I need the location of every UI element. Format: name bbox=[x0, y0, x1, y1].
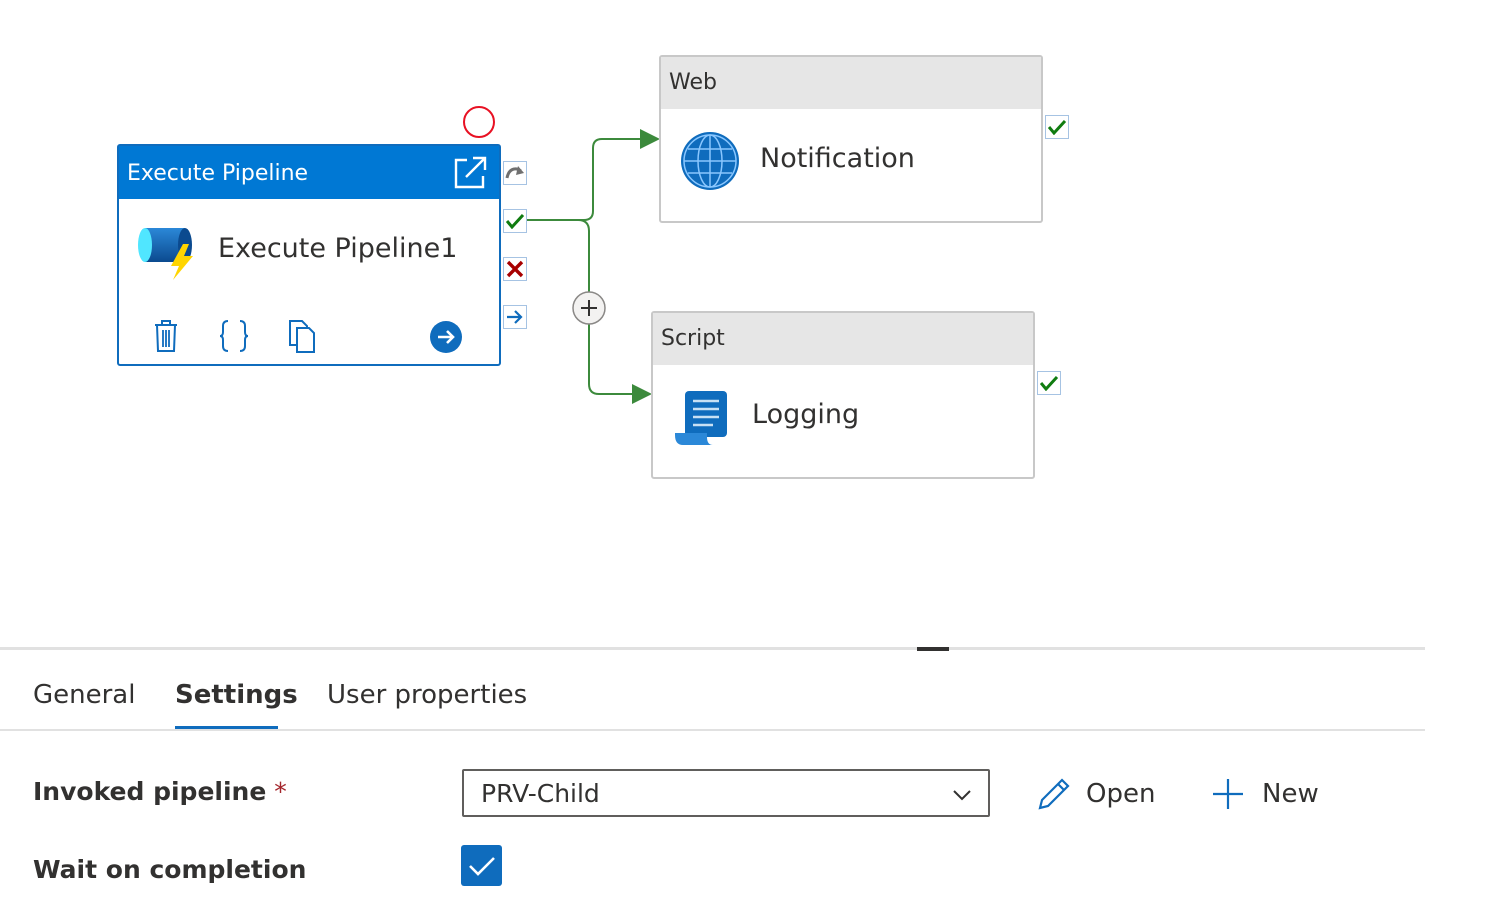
check-icon bbox=[1040, 375, 1058, 391]
clone-button[interactable] bbox=[284, 318, 320, 354]
skip-arrow-icon bbox=[505, 166, 524, 179]
activity-name: Notification bbox=[760, 143, 915, 174]
failure-port[interactable] bbox=[503, 257, 527, 281]
invoked-pipeline-label: Invoked pipeline* bbox=[33, 777, 287, 806]
web-activity[interactable]: Web Notification bbox=[659, 55, 1043, 223]
panel-divider[interactable] bbox=[0, 647, 1425, 650]
execute-pipeline-activity[interactable]: Execute Pipeline bbox=[117, 144, 501, 366]
new-pipeline-button[interactable]: New bbox=[1212, 772, 1319, 816]
activity-name: Execute Pipeline1 bbox=[218, 233, 458, 264]
activity-name: Logging bbox=[752, 399, 860, 430]
globe-icon bbox=[679, 130, 741, 192]
check-icon bbox=[1048, 119, 1066, 135]
check-icon bbox=[506, 213, 524, 229]
arrow-right-circle-icon bbox=[430, 321, 462, 353]
script-activity[interactable]: Script Logging bbox=[651, 311, 1035, 479]
web-success-port[interactable] bbox=[1045, 115, 1069, 139]
tab-settings[interactable]: Settings bbox=[175, 680, 298, 710]
completion-port[interactable] bbox=[503, 305, 527, 329]
wait-on-completion-checkbox[interactable] bbox=[461, 845, 502, 886]
active-tab-indicator bbox=[175, 726, 278, 730]
check-icon bbox=[468, 856, 495, 876]
pipeline-canvas[interactable]: Execute Pipeline bbox=[0, 0, 1505, 646]
selection-ring-icon bbox=[462, 106, 496, 140]
add-activity-button[interactable] bbox=[572, 291, 606, 325]
execute-pipeline-icon bbox=[137, 222, 199, 280]
script-success-port[interactable] bbox=[1037, 371, 1061, 395]
skip-port[interactable] bbox=[503, 161, 527, 185]
success-port[interactable] bbox=[503, 209, 527, 233]
activity-header: Script bbox=[653, 313, 1033, 365]
tab-general[interactable]: General bbox=[33, 680, 136, 710]
activity-header: Execute Pipeline bbox=[119, 146, 499, 199]
x-icon bbox=[506, 260, 524, 278]
activity-type-label: Execute Pipeline bbox=[127, 161, 309, 186]
tab-user-properties[interactable]: User properties bbox=[327, 680, 528, 710]
wait-on-completion-label: Wait on completion bbox=[33, 855, 307, 884]
required-mark: * bbox=[274, 777, 287, 806]
script-icon bbox=[671, 387, 733, 449]
go-to-pipeline-button[interactable] bbox=[429, 320, 463, 354]
panel-resize-handle[interactable] bbox=[917, 647, 949, 651]
arrow-right-icon bbox=[507, 310, 523, 324]
chevron-down-icon bbox=[953, 790, 971, 801]
open-external-icon bbox=[454, 156, 487, 189]
open-external-button[interactable] bbox=[451, 154, 489, 192]
pencil-icon bbox=[1038, 778, 1070, 810]
trash-icon bbox=[155, 320, 177, 352]
tabs-border bbox=[0, 729, 1425, 731]
invoked-pipeline-select[interactable]: PRV-Child bbox=[462, 769, 990, 817]
activity-header: Web bbox=[661, 57, 1041, 109]
braces-icon bbox=[219, 320, 249, 352]
selected-pipeline: PRV-Child bbox=[481, 779, 600, 808]
open-pipeline-button[interactable]: Open bbox=[1036, 772, 1155, 816]
plus-icon bbox=[1213, 779, 1243, 809]
view-code-button[interactable] bbox=[216, 318, 252, 354]
copy-icon bbox=[289, 320, 315, 353]
plus-circle-icon bbox=[572, 291, 606, 325]
delete-button[interactable] bbox=[149, 318, 183, 354]
